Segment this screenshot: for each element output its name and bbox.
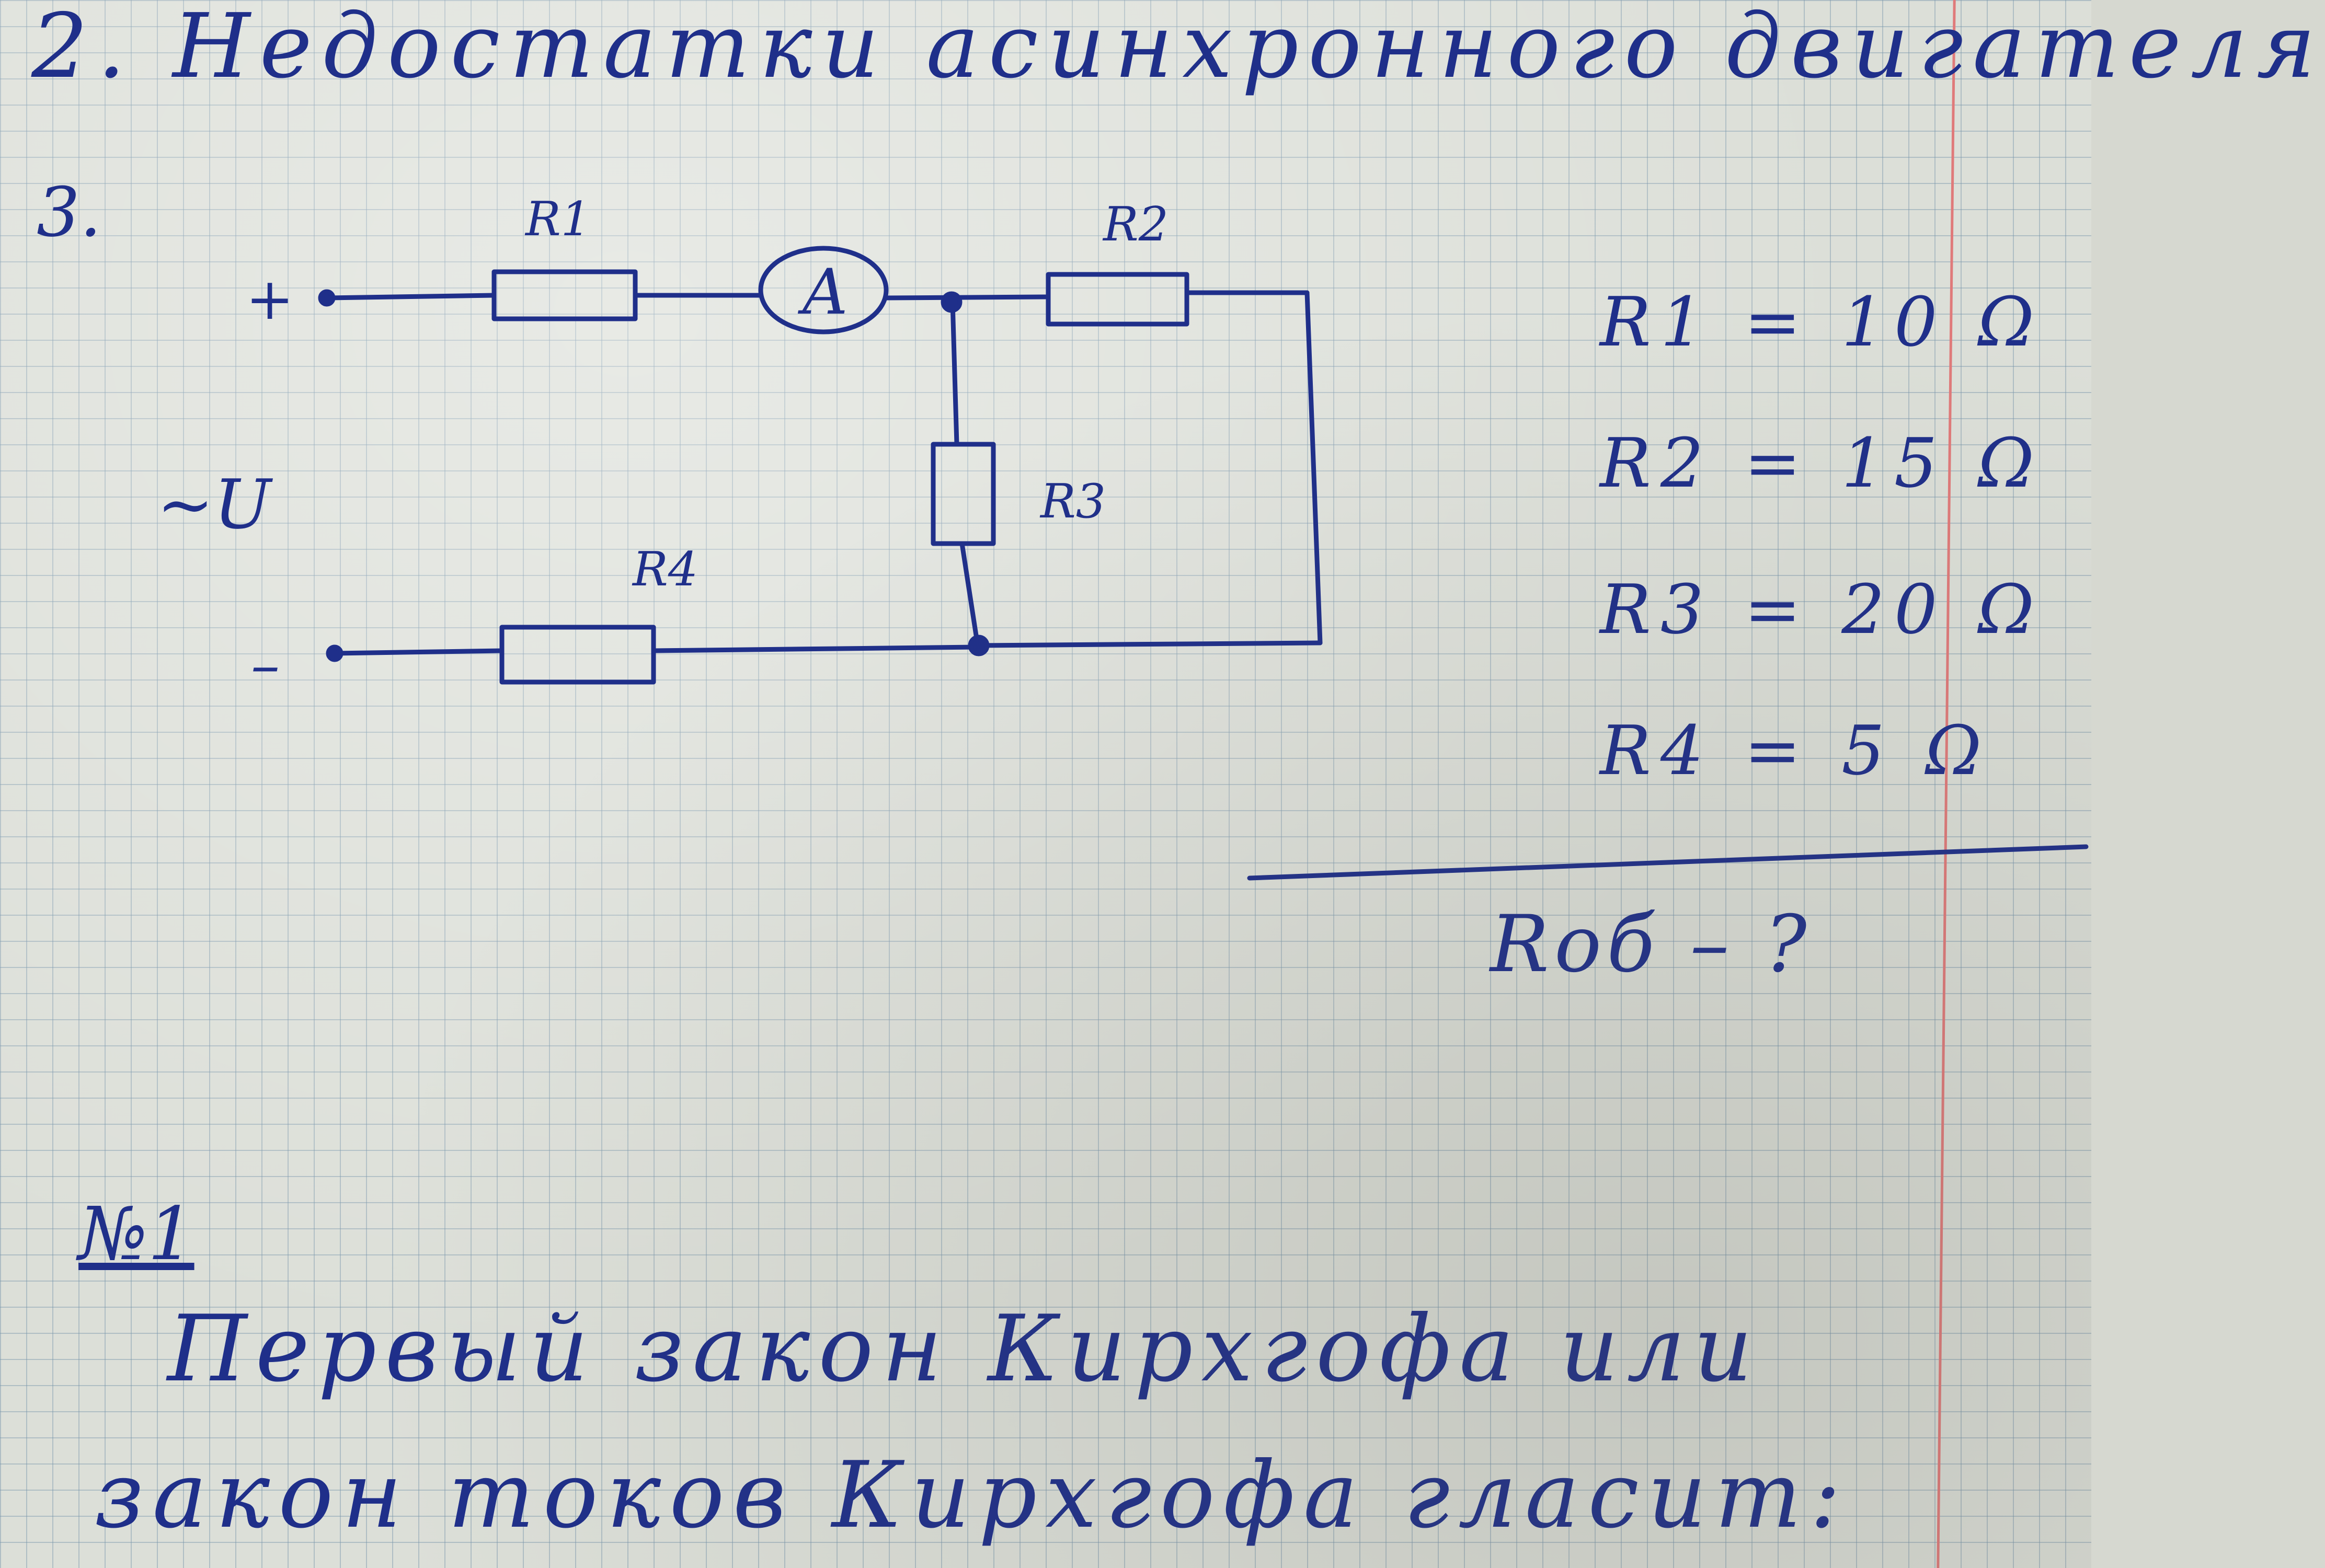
source-label: ~U [157,465,273,544]
r3-label: R3 [1039,474,1106,529]
resistor-r3 [931,442,996,546]
ammeter-label: A [797,256,848,329]
wire-bottom-left [332,648,505,656]
given-r3: R3 = 20 Ω [1600,570,2044,649]
section-number: №1 [78,1192,194,1277]
resistor-r2 [1046,272,1189,327]
wire-r4-junction [651,644,980,653]
r4-label: R4 [632,542,698,597]
find-equivalent-resistance: Rоб – ? [1490,899,1812,990]
circuit-diagram: + – ~U A R1 R2 R3 R4 [157,192,2089,881]
r2-label: R2 [1102,197,1169,252]
ammeter [758,246,889,335]
r1-label: R1 [524,192,591,247]
wire-r3-bottom [959,541,980,648]
given-separator [1247,844,2089,881]
page-heading: 2. Недостатки асинхронного двигателя [31,0,2325,98]
text-line-2: закон токов Кирхгофа гласит: [94,1443,1849,1549]
wire-top-left [324,293,497,301]
minus-label: – [251,631,280,698]
task-number: 3. [37,172,102,252]
wire-ammeter-r2 [884,294,1048,301]
resistor-r1 [491,269,638,321]
given-r2: R2 = 15 Ω [1600,423,2044,503]
given-r1: R1 = 10 Ω [1600,282,2044,362]
text-line-1: Первый закон Кирхгофа или [167,1296,1761,1402]
given-r4: R4 = 5 Ω [1600,711,1991,790]
wire-bottom-right [975,640,1323,648]
plus-label: + [246,266,294,332]
wire-right-vertical [1304,290,1323,645]
wire-r3-top [950,299,959,447]
resistor-r4 [499,625,656,685]
